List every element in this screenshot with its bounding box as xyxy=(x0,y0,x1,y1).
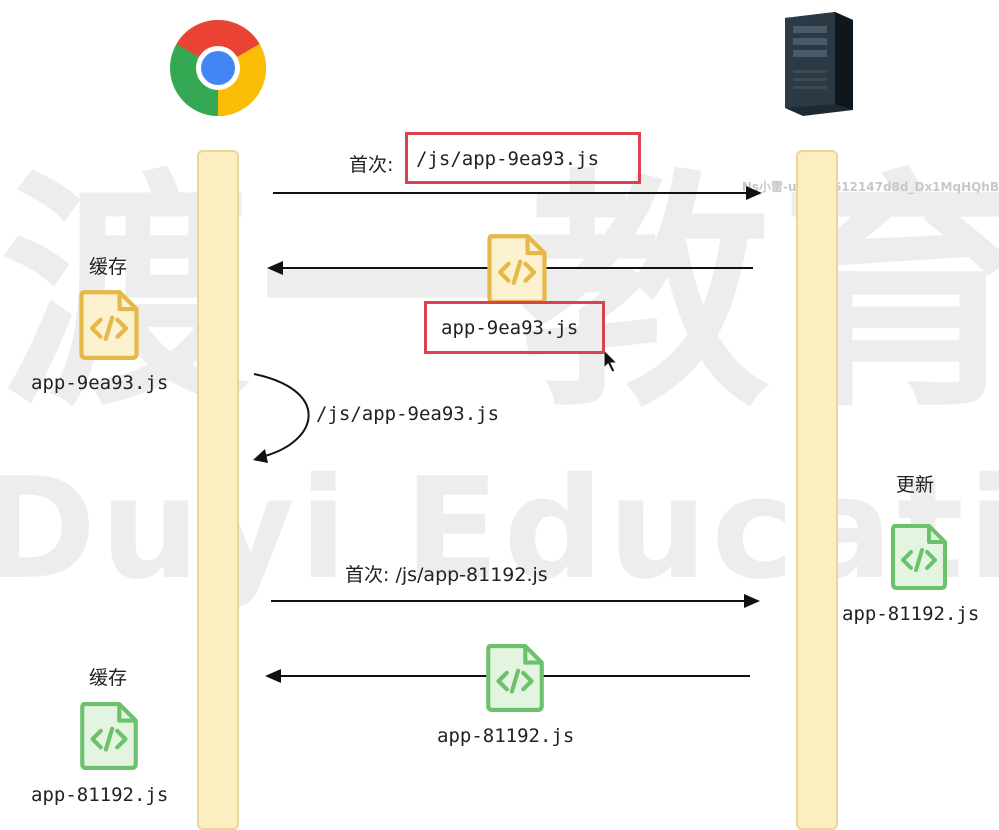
second-response-file: app-81192.js xyxy=(437,725,575,747)
client-cache-2-label: 缓存 xyxy=(89,667,128,689)
response-old-file-icon xyxy=(489,236,544,302)
first-request-highlight xyxy=(405,132,641,184)
sequence-arrows xyxy=(0,186,999,811)
cache-hit-arrow xyxy=(253,373,310,463)
server-lifeline xyxy=(796,150,838,830)
server-tower-icon xyxy=(785,12,853,116)
server-update-file: app-81192.js xyxy=(842,603,980,625)
cursor-icon xyxy=(603,348,619,373)
client-cache-2-file: app-81192.js xyxy=(31,784,169,806)
server-new-file-icon xyxy=(893,526,945,588)
first-response-highlight xyxy=(424,301,605,354)
client-cache-1-file: app-9ea93.js xyxy=(31,372,169,394)
second-request-text: 首次: /js/app-81192.js xyxy=(345,564,548,586)
first-request-arrow xyxy=(273,186,762,200)
first-request-prefix: 首次: xyxy=(349,154,394,176)
cached-old-file-icon xyxy=(81,292,136,358)
first-request-path: /js/app-9ea93.js xyxy=(416,148,600,170)
cache-hit-path: /js/app-9ea93.js xyxy=(316,403,500,425)
second-request-arrow xyxy=(271,594,760,608)
response-new-file-icon xyxy=(488,646,542,710)
server-update-label: 更新 xyxy=(896,474,935,496)
chrome-browser-icon xyxy=(170,19,267,117)
first-response-file: app-9ea93.js xyxy=(441,317,579,339)
cached-new-file-icon xyxy=(82,704,136,768)
client-cache-1-label: 缓存 xyxy=(89,256,128,278)
client-lifeline xyxy=(197,150,239,830)
